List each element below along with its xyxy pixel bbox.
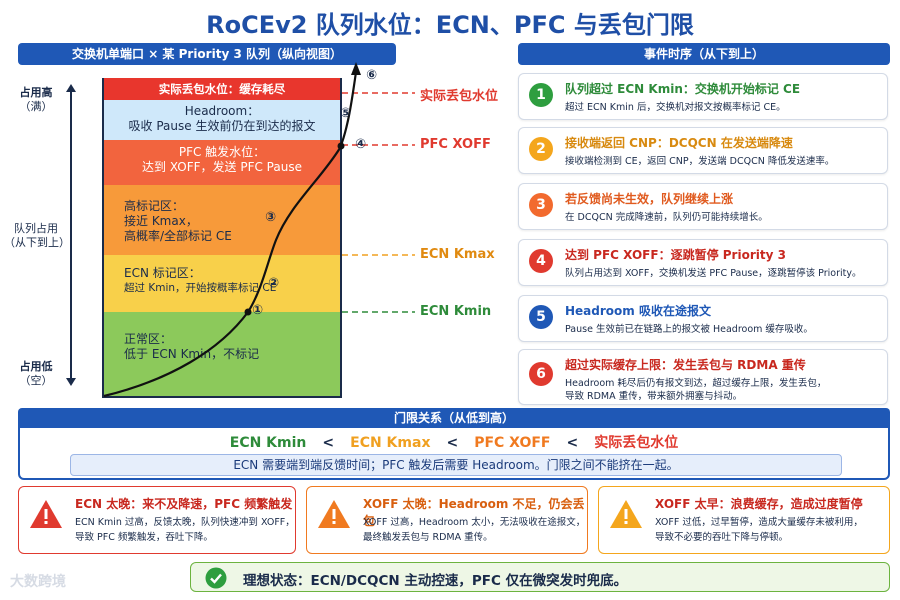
zone-headroom: Headroom： 吸收 Pause 生效前仍在到达的报文 [104,100,340,140]
lt-sign: < [566,435,579,451]
event-desc: 超过 ECN Kmin 后，交换机对报文按概率标记 CE。 [565,102,786,113]
warning-desc: ECN Kmin 过高，反馈太晚，队列快速冲到 XOFF，导致 PFC 频繁触发… [75,517,295,543]
xoff-threshold-label: PFC XOFF [420,137,491,152]
warning-icon [30,500,62,528]
marker-5: ⑤ [340,106,352,121]
threshold-relation-header: 门限关系（从低到高） [18,408,890,428]
axis-bottom-label: 占用低（空） [19,360,53,387]
drop-threshold-label: 实际丢包水位 [420,89,499,104]
event-number-badge: 6 [529,362,553,386]
event-number-badge: 4 [529,249,553,273]
zone-drop: 实际丢包水位：缓存耗尽 [104,78,340,100]
warning-desc: XOFF 过低，过早暂停，造成大量缓存未被利用，导致不必要的吞吐下降与停顿。 [655,517,863,543]
event-card-6: 6 超过实际缓存上限：发生丢包与 RDMA 重传 Headroom 耗尽后仍有报… [518,349,888,405]
threshold-order-row: ECN Kmin < ECN Kmax < PFC XOFF < 实际丢包水位 [18,432,890,452]
zone-pfc: PFC 触发水位： 达到 XOFF，发送 PFC Pause [104,140,340,185]
event-desc: Headroom 耗尽后仍有报文到达，超过缓存上限，发生丢包， 导致 RDMA … [565,378,827,402]
event-number-badge: 3 [529,193,553,217]
curve-point-kmin [244,308,252,316]
queue-growth-curve [103,71,358,398]
ideal-state-text: 理想状态：ECN/DCQCN 主动控速，PFC 仅在微突发时兜底。 [243,573,628,589]
event-desc: 接收端检测到 CE，返回 CNP，发送端 DCQCN 降低发送速率。 [565,156,835,167]
warning-title: ECN 太晚：来不及降速，PFC 频繁触发 [75,497,293,511]
ideal-state-banner: 理想状态：ECN/DCQCN 主动控速，PFC 仅在微突发时兜底。 [190,562,890,592]
warning-title: XOFF 太晚：Headroom 不足，仍会丢包 [363,497,585,528]
warning-xoff-early: XOFF 太早：浪费缓存，造成过度暂停 XOFF 过低，过早暂停，造成大量缓存未… [598,486,890,554]
check-circle-icon [205,567,227,589]
event-number-badge: 2 [529,137,553,161]
event-desc: 队列占用达到 XOFF，交换机发送 PFC Pause，逐跳暂停该 Priori… [565,268,862,279]
curve-point-xoff [337,142,345,150]
event-title: 超过实际缓存上限：发生丢包与 RDMA 重传 [565,358,806,372]
relation-kmax: ECN Kmax [350,435,431,451]
axis-mid-label: 队列占用（从下到上） [4,222,70,249]
curve-arrowhead [351,62,361,75]
zone-ecn-mark: ECN 标记区： 超过 Kmin，开始按概率标记 CE [104,255,340,312]
warning-icon [610,500,642,528]
zone-normal: 正常区： 低于 ECN Kmin，不标记 [104,312,340,396]
warning-title: XOFF 太早：浪费缓存，造成过度暂停 [655,497,863,511]
event-card-3: 3 若反馈尚未生效，队列继续上涨 在 DCQCN 完成降速前，队列仍可能持续增长… [518,183,888,230]
warning-ecn-late: ECN 太晚：来不及降速，PFC 频繁触发 ECN Kmin 过高，反馈太晚，队… [18,486,296,554]
watermark: 大数跨境 [10,574,66,590]
warning-icon [318,500,350,528]
event-title: Headroom 吸收在途报文 [565,304,711,318]
right-panel-header: 事件时序（从下到上） [518,43,890,65]
marker-4: ④ [355,137,367,152]
event-desc: 在 DCQCN 完成降速前，队列仍可能持续增长。 [565,212,768,223]
event-card-1: 1 队列超过 ECN Kmin：交换机开始标记 CE 超过 ECN Kmin 后… [518,73,888,120]
warning-xoff-late: XOFF 太晚：Headroom 不足，仍会丢包 XOFF 过高，Headroo… [306,486,588,554]
zone-high-mark: 高标记区： 接近 Kmax， 高概率/全部标记 CE [104,185,340,255]
page-title: RoCEv2 队列水位：ECN、PFC 与丢包门限 [206,11,694,39]
event-number-badge: 5 [529,305,553,329]
marker-2: ② [268,276,280,291]
event-card-2: 2 接收端返回 CNP：DCQCN 在发送端降速 接收端检测到 CE，返回 CN… [518,127,888,174]
kmin-threshold-label: ECN Kmin [420,304,492,319]
threshold-note: ECN 需要端到端反馈时间；PFC 触发后需要 Headroom。门限之间不能挤… [70,454,842,476]
vertical-axis-arrow [66,84,76,386]
event-card-5: 5 Headroom 吸收在途报文 Pause 生效前已在链路上的报文被 Hea… [518,295,888,342]
event-card-4: 4 达到 PFC XOFF：逐跳暂停 Priority 3 队列占用达到 XOF… [518,239,888,286]
event-desc: Pause 生效前已在链路上的报文被 Headroom 缓存吸收。 [565,324,813,335]
lt-sign: < [322,435,335,451]
marker-3: ③ [265,210,277,225]
event-title: 达到 PFC XOFF：逐跳暂停 Priority 3 [565,248,786,262]
event-title: 接收端返回 CNP：DCQCN 在发送端降速 [565,136,793,150]
lt-sign: < [446,435,459,451]
relation-xoff: PFC XOFF [474,435,551,451]
kmax-threshold-label: ECN Kmax [420,247,495,262]
relation-drop: 实际丢包水位 [594,435,679,451]
marker-6: ⑥ [366,68,378,83]
marker-1: ① [252,303,264,318]
event-number-badge: 1 [529,83,553,107]
queue-container: 实际丢包水位：缓存耗尽 Headroom： 吸收 Pause 生效前仍在到达的报… [102,78,342,398]
left-panel-header: 交换机单端口 × 某 Priority 3 队列（纵向视图） [18,43,396,65]
event-title: 若反馈尚未生效，队列继续上涨 [565,192,734,206]
event-title: 队列超过 ECN Kmin：交换机开始标记 CE [565,82,801,96]
warning-desc: XOFF 过高，Headroom 太小，无法吸收在途报文，最终触发丢包与 RDM… [363,517,586,543]
axis-top-label: 占用高（满） [19,86,53,113]
relation-kmin: ECN Kmin [229,435,307,451]
